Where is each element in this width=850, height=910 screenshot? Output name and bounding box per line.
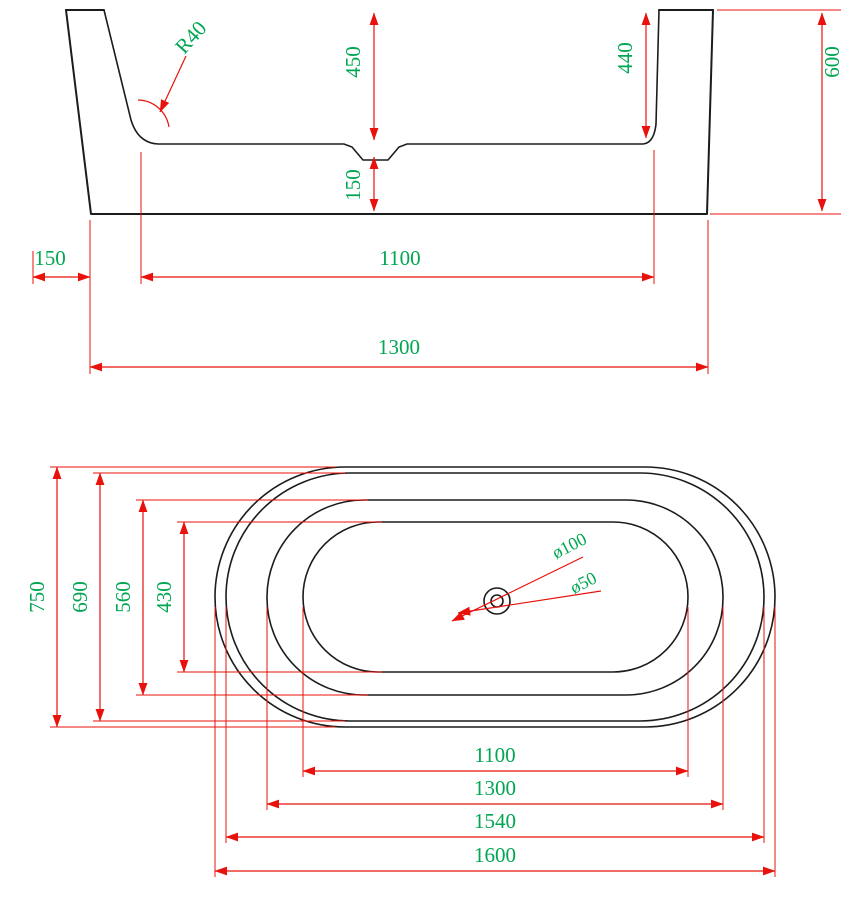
base-height-label: 150 xyxy=(341,169,365,201)
plan-outline-outer-rim xyxy=(214,466,776,728)
basin-width-label: 560 xyxy=(111,581,135,613)
rim-inner-width-label: 690 xyxy=(68,581,92,613)
drain-outer-circle xyxy=(483,587,511,615)
radius-label: R40 xyxy=(170,16,211,58)
drain-inner-leader xyxy=(457,590,602,616)
radius-arc xyxy=(137,99,170,128)
floor-width-label: 1100 xyxy=(379,246,420,270)
overall-length-label: 1600 xyxy=(474,843,516,867)
basin-length-label: 1300 xyxy=(474,776,516,800)
right-depth-label: 440 xyxy=(613,42,637,74)
base-width-label: 1300 xyxy=(378,335,420,359)
tub-outer-profile xyxy=(65,9,714,215)
plan-outline-inner-rim xyxy=(225,472,765,722)
floor-length-label: 1100 xyxy=(474,743,515,767)
elevation-view: R40 450 440 600 150 150 1100 1300 xyxy=(32,9,844,374)
plan-outline-basin-floor xyxy=(302,521,689,673)
plan-floor-width-label: 430 xyxy=(152,581,176,613)
overall-width-label: 750 xyxy=(25,581,49,613)
drain-inner-diameter-label: ø50 xyxy=(567,568,600,598)
overall-height-label: 600 xyxy=(820,46,844,78)
basin-depth-label: 450 xyxy=(341,46,365,78)
drain-outer-diameter-label: ø100 xyxy=(549,529,590,563)
plan-view: ø100 ø50 750 690 560 430 1100 1300 xyxy=(25,466,776,877)
rim-inner-length-label: 1540 xyxy=(474,809,516,833)
radius-leader-line xyxy=(159,55,187,113)
plan-outline-basin-top xyxy=(266,499,724,696)
rim-overhang-label: 150 xyxy=(34,246,66,270)
